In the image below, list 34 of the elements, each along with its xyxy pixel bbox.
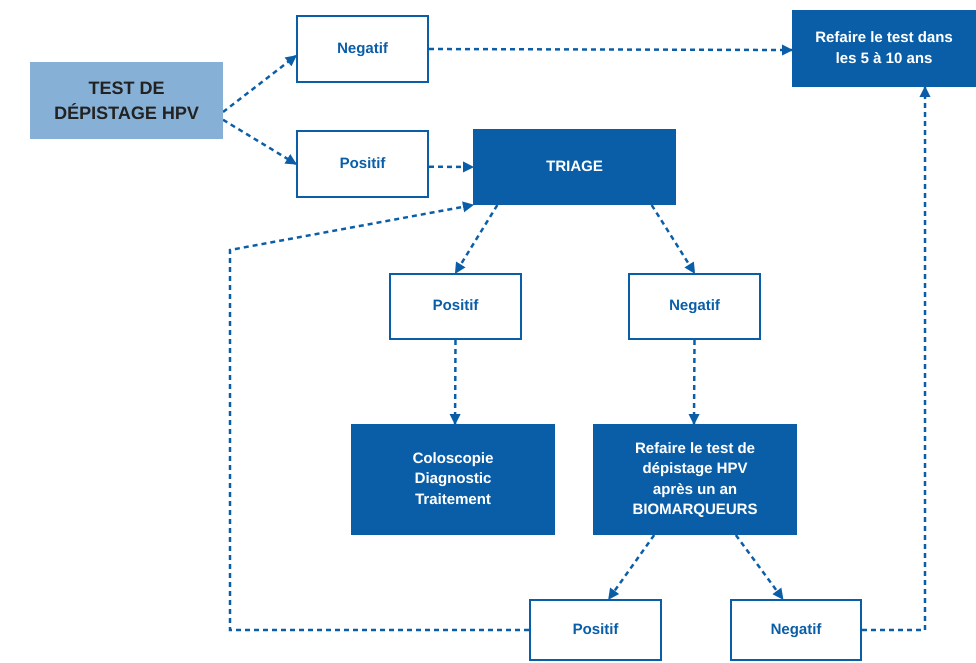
dashed-arrow [222, 54, 297, 114]
node-label: Negatif [669, 296, 720, 316]
node-label: Positif [340, 154, 386, 174]
dashed-arrow [650, 204, 696, 274]
dashed-arrow [222, 118, 297, 166]
node-label: Refaire le test de dépistage HPV après un an BIOMARQUEURS [631, 439, 758, 520]
process-box [792, 10, 976, 87]
dashed-arrow [608, 534, 656, 600]
node-label: Negatif [770, 620, 822, 640]
process-box [593, 424, 797, 535]
process-box [473, 129, 676, 205]
result-box [296, 130, 429, 198]
result-box [529, 599, 662, 661]
result-box [628, 273, 761, 340]
process-box [351, 424, 555, 535]
node-label: Positif [572, 620, 618, 640]
node-label: Positif [432, 296, 478, 316]
node-label: Coloscopie Diagnostic Traitement [412, 449, 494, 510]
result-box [730, 599, 862, 661]
node-label: Negatif [337, 38, 388, 59]
result-box [296, 15, 429, 83]
dashed-arrow [228, 201, 529, 632]
dashed-arrow [734, 534, 784, 600]
dashed-arrow [449, 340, 461, 426]
node-label: Refaire le test dans les 5 à 10 ans [814, 28, 954, 68]
dashed-arrow [862, 86, 931, 632]
node-label: TRIAGE [546, 156, 603, 177]
node-label: TEST DE DÉPISTAGE HPV [53, 77, 200, 124]
dashed-arrow [454, 204, 498, 274]
dashed-arrow [688, 340, 700, 426]
result-box [389, 273, 522, 340]
start-box [30, 62, 223, 139]
dashed-arrow [429, 161, 474, 173]
dashed-arrow [429, 44, 794, 56]
